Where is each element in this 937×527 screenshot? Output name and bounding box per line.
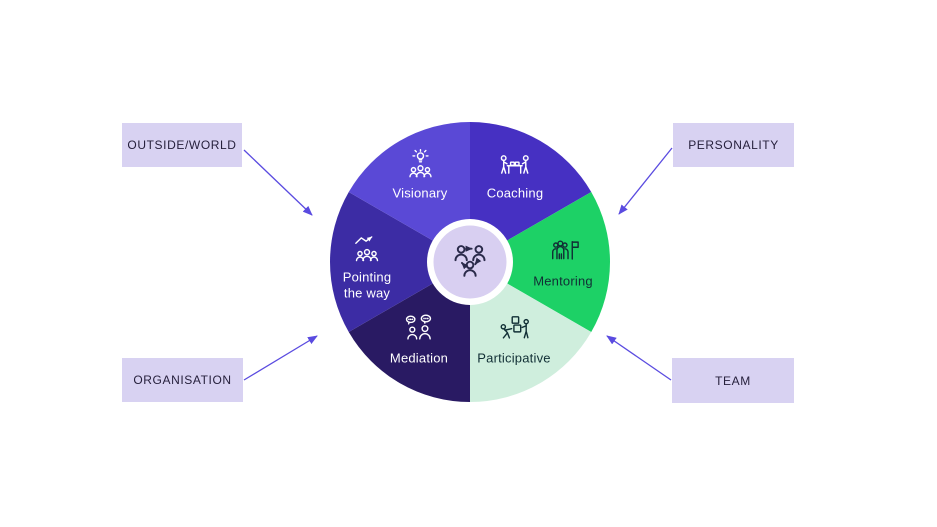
- segment-label-text: Mediation: [389, 350, 449, 366]
- segment-label-coaching: Coaching: [487, 148, 544, 201]
- segment-label-participative: Participative: [477, 313, 551, 366]
- callout-personality-label: PERSONALITY: [688, 138, 779, 152]
- segment-participative: [470, 262, 592, 402]
- segment-label-visionary: Visionary: [392, 148, 447, 201]
- segment-mentoring: [470, 192, 610, 332]
- segment-label-mentoring: Mentoring: [533, 236, 593, 289]
- people-cycle-icon: [454, 245, 486, 277]
- callout-organisation: ORGANISATION: [122, 358, 243, 402]
- mediation-icon: [405, 314, 432, 340]
- pointing-the-way-icon: [355, 236, 379, 262]
- callout-outside-world: OUTSIDE/WORLD: [122, 123, 242, 167]
- wheel-hub: [447, 237, 493, 288]
- segment-label-text: Pointing the way: [342, 269, 392, 301]
- wheel-segments: [330, 122, 610, 402]
- leadership-wheel: Visionary Coaching: [320, 112, 620, 412]
- segment-label-text: Visionary: [392, 185, 448, 201]
- segment-label-mediation: Mediation: [390, 313, 448, 366]
- callout-personality: PERSONALITY: [673, 123, 794, 167]
- arrow-outside-world: [243, 149, 313, 216]
- coaching-icon: [500, 155, 530, 174]
- participative-icon: [500, 316, 529, 339]
- segment-label-text: Mentoring: [533, 273, 593, 289]
- callout-team: TEAM: [672, 358, 794, 403]
- segment-coaching: [470, 122, 592, 262]
- arrow-organisation: [243, 335, 318, 381]
- segment-label-text: Participative: [477, 350, 551, 366]
- segment-visionary: [348, 122, 470, 262]
- segment-mediation: [348, 262, 470, 402]
- mentoring-icon: [551, 240, 579, 260]
- segment-pointing-the-way: [330, 192, 470, 332]
- segment-label-text: Coaching: [486, 185, 544, 201]
- callout-organisation-label: ORGANISATION: [133, 373, 232, 387]
- visionary-icon: [408, 148, 432, 178]
- callout-outside-world-label: OUTSIDE/WORLD: [127, 138, 237, 152]
- segment-label-pointing-the-way: Pointing the way: [337, 232, 397, 302]
- arrow-personality: [618, 147, 673, 215]
- callout-team-label: TEAM: [715, 373, 751, 388]
